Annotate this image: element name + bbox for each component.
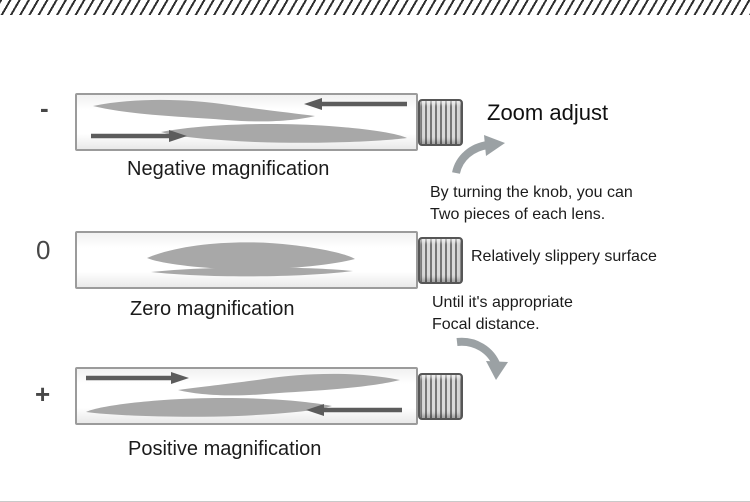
note-surface: Relatively slippery surface bbox=[471, 248, 657, 265]
diagonal-hatch-strip bbox=[0, 0, 750, 15]
upper-lens-shape bbox=[178, 373, 400, 396]
zero-sign-label: 0 bbox=[36, 235, 51, 265]
zoom-knob-zero bbox=[418, 237, 463, 284]
lens-tube-zero bbox=[75, 231, 418, 289]
rotate-arrow-down-icon bbox=[456, 337, 508, 380]
lens-elements-negative-svg bbox=[91, 98, 407, 143]
negative-sign-label: - bbox=[40, 93, 49, 123]
lens-tube-negative bbox=[75, 93, 418, 151]
shift-right-arrow bbox=[91, 130, 187, 142]
rotate-arrow-up-icon bbox=[452, 135, 505, 175]
lower-lens-shape bbox=[161, 124, 407, 143]
caption-negative: Negative magnification bbox=[127, 158, 330, 180]
central-lens-shape bbox=[147, 242, 355, 270]
lower-lens-shape bbox=[86, 398, 332, 417]
lens-tube-positive bbox=[75, 367, 418, 425]
note-focus-line2: Focal distance. bbox=[432, 316, 540, 333]
shift-left-arrow bbox=[306, 404, 402, 416]
shift-left-arrow bbox=[304, 98, 407, 110]
note-turn-line2: Two pieces of each lens. bbox=[430, 206, 606, 223]
positive-sign-label: + bbox=[35, 379, 51, 409]
note-turn-line1: By turning the knob, you can bbox=[430, 184, 633, 201]
thin-lens-band bbox=[151, 267, 353, 277]
lens-elements-positive-svg bbox=[86, 372, 402, 417]
caption-positive: Positive magnification bbox=[128, 438, 322, 460]
zoom-knob-negative bbox=[418, 99, 463, 146]
zoom-knob-positive bbox=[418, 373, 463, 420]
upper-lens-shape bbox=[93, 99, 315, 122]
note-focus-line1: Until it's appropriate bbox=[432, 294, 573, 311]
lens-elements-zero-svg bbox=[147, 242, 355, 277]
zoom-adjust-title: Zoom adjust bbox=[487, 100, 609, 125]
shift-right-arrow bbox=[86, 372, 189, 384]
caption-zero: Zero magnification bbox=[130, 298, 295, 320]
